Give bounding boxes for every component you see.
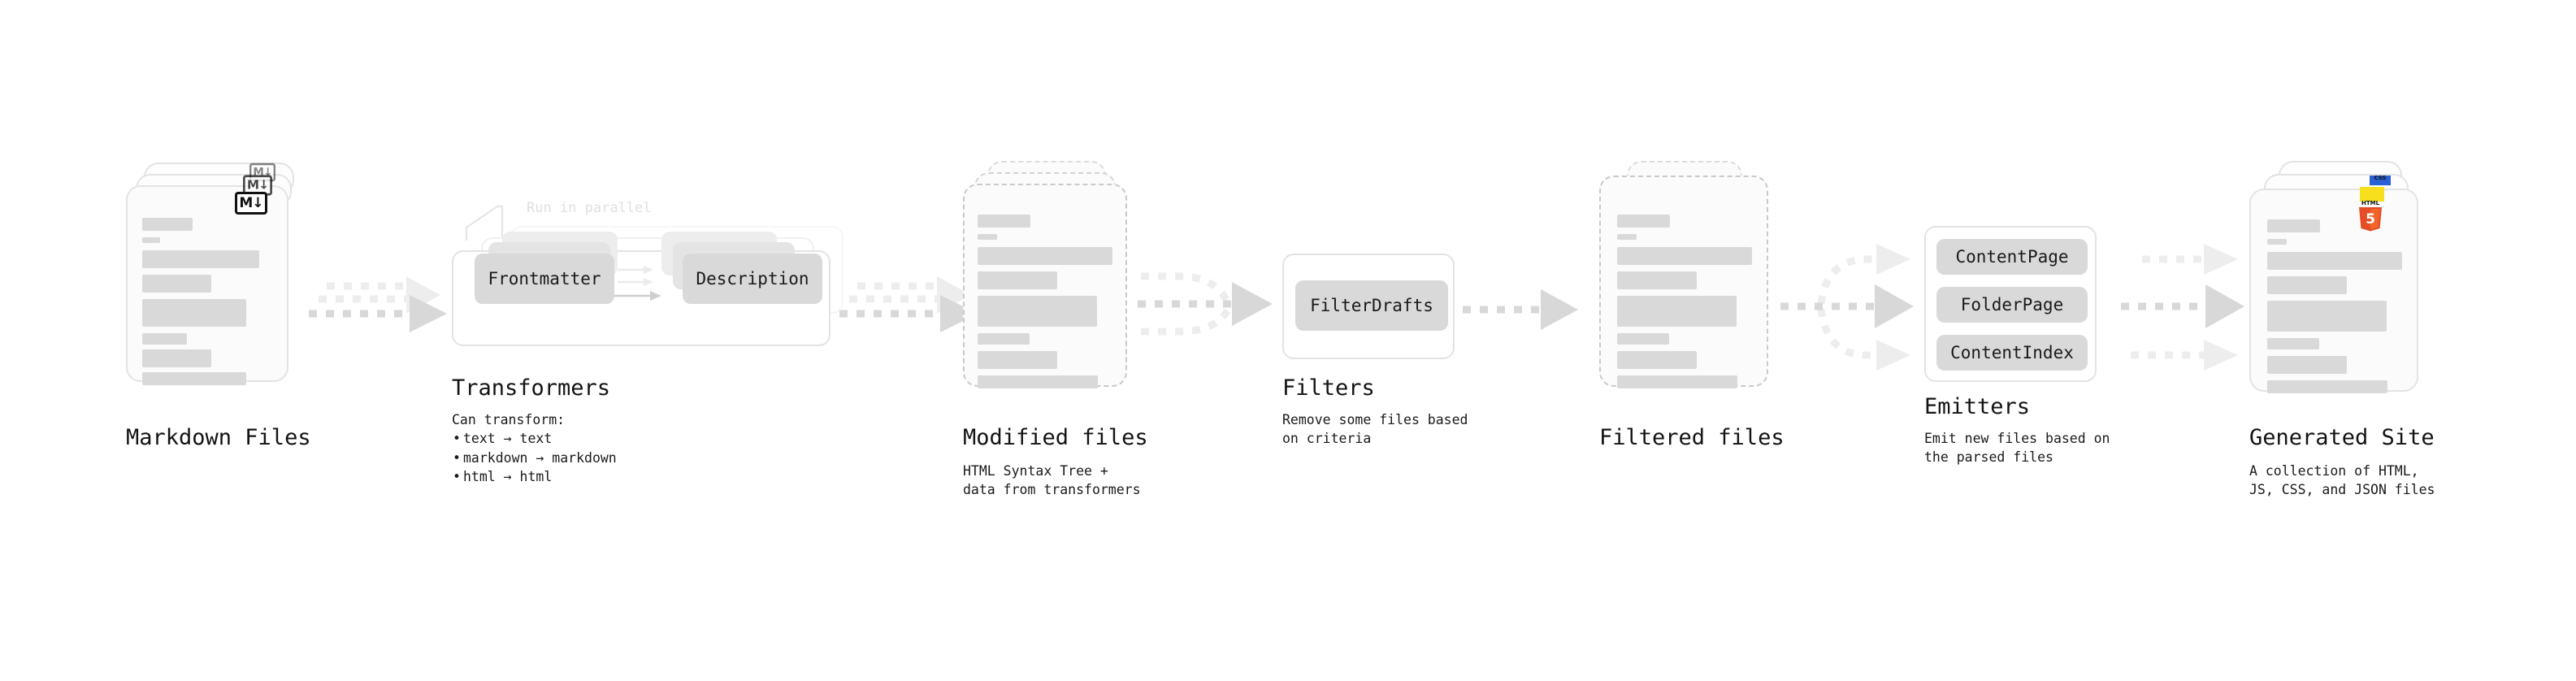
emitter-chip-folderpage-label: FolderPage <box>1960 295 2064 314</box>
stage-generated-site: CSS HTML 5 <box>2249 161 2436 421</box>
stage-subtitle-filters: Remove some files based on criteria <box>1282 412 1468 447</box>
skeleton-bar <box>1617 333 1669 345</box>
skeleton-bar <box>2267 239 2287 245</box>
skeleton-bar <box>978 234 997 240</box>
stage-subtitle-generated-site: A collection of HTML, JS, CSS, and JSON … <box>2249 463 2435 498</box>
list-item: html → html <box>453 467 617 487</box>
stage-emitters: ContentPage FolderPage ContentIndex <box>1924 226 2097 382</box>
svg-text:HTML: HTML <box>2361 200 2380 206</box>
transformer-chip-frontmatter[interactable]: Frontmatter <box>475 254 614 304</box>
transformers-capabilities: Can transform: text → text markdown → ma… <box>452 410 617 487</box>
skeleton-bar <box>978 247 1112 265</box>
stage-title-modified-files: Modified files <box>963 425 1148 450</box>
transformers-capability-list: text → text markdown → markdown html → h… <box>452 429 617 487</box>
skeleton-bar <box>2267 301 2387 332</box>
skeleton-bar <box>2267 338 2319 349</box>
css-badge: CSS <box>2370 176 2391 185</box>
js-badge <box>2360 187 2384 202</box>
transformer-chip-frontmatter-label: Frontmatter <box>488 269 601 288</box>
connector-modified-to-filters <box>1138 262 1288 358</box>
svg-text:5: 5 <box>2366 211 2375 228</box>
skeleton-bar <box>142 299 246 327</box>
filtered-file-stack <box>1599 161 1778 421</box>
list-item: markdown → markdown <box>453 449 617 468</box>
connector-filters-to-filtered <box>1463 286 1605 333</box>
skeleton-bar <box>1617 247 1752 265</box>
stage-filters: FilterDrafts <box>1282 254 1455 359</box>
stage-modified-files <box>963 161 1142 421</box>
filtered-file-front <box>1599 176 1768 388</box>
stage-title-markdown-files: Markdown Files <box>126 425 311 450</box>
emitter-chip-folderpage[interactable]: FolderPage <box>1936 287 2088 323</box>
markdown-badge-label: M↓ <box>253 165 272 179</box>
stage-markdown-files: M↓ M↓ M↓ <box>126 163 305 406</box>
emitter-chip-contentpage-label: ContentPage <box>1955 247 2069 267</box>
filters-box: FilterDrafts <box>1282 254 1455 359</box>
stage-title-emitters: Emitters <box>1924 394 2031 419</box>
stage-title-filters: Filters <box>1282 375 1375 401</box>
skeleton-bar <box>978 375 1098 388</box>
skeleton-bar <box>978 271 1057 289</box>
emitter-chip-contentindex-label: ContentIndex <box>1950 343 2074 362</box>
skeleton-bar <box>978 333 1030 345</box>
stage-transformers: Frontmatter Description <box>452 195 858 349</box>
html5-badge: HTML 5 <box>2357 198 2384 232</box>
skeleton-bar <box>978 215 1030 228</box>
modified-file-stack <box>963 161 1142 421</box>
skeleton-bar <box>1617 351 1697 369</box>
filter-chip-filterdrafts-label: FilterDrafts <box>1310 296 1433 315</box>
transformers-stack: Frontmatter Description <box>452 195 858 349</box>
transformer-chip-description-label: Description <box>696 269 809 288</box>
markdown-badge-label: M↓ <box>246 177 269 193</box>
stage-subtitle-modified-files: HTML Syntax Tree + data from transformer… <box>963 463 1141 498</box>
skeleton-bar <box>1617 375 1737 388</box>
connector-markdown-to-transformers <box>309 276 463 341</box>
annotation-run-in-parallel: Run in parallel <box>527 200 652 216</box>
transformer-inner-arrows <box>614 266 661 301</box>
stage-title-generated-site: Generated Site <box>2249 425 2435 450</box>
filter-chip-filterdrafts[interactable]: FilterDrafts <box>1295 280 1448 331</box>
stage-title-transformers: Transformers <box>452 375 611 401</box>
generated-site-stack: CSS HTML 5 <box>2249 161 2436 421</box>
transformers-capabilities-lead: Can transform: <box>452 412 566 427</box>
markdown-badge-icon: M↓ <box>235 192 267 215</box>
skeleton-bar <box>142 349 211 367</box>
emitter-chip-contentindex[interactable]: ContentIndex <box>1936 335 2088 371</box>
skeleton-bar <box>2267 219 2320 232</box>
connector-emitters-to-site <box>2106 232 2261 380</box>
skeleton-bar <box>978 296 1097 327</box>
skeleton-bar <box>1617 271 1697 289</box>
stage-title-filtered-files: Filtered files <box>1599 425 1785 450</box>
markdown-file-front <box>126 185 288 385</box>
skeleton-bar <box>142 250 259 268</box>
skeleton-bar <box>142 372 246 385</box>
skeleton-bar <box>2267 380 2387 393</box>
skeleton-bar <box>142 275 211 293</box>
skeleton-bar <box>142 237 160 243</box>
stage-subtitle-emitters: Emit new files based on the parsed files <box>1924 431 2110 466</box>
generated-file-front <box>2249 189 2418 393</box>
skeleton-bar <box>1617 215 1670 228</box>
markdown-badge-label: M↓ <box>239 194 263 211</box>
skeleton-bar <box>2267 356 2347 374</box>
list-item: text → text <box>453 429 617 449</box>
markdown-file-stack: M↓ M↓ M↓ <box>126 163 305 406</box>
css-badge-label: CSS <box>2374 175 2387 181</box>
skeleton-bar <box>2267 276 2347 294</box>
skeleton-bar <box>2267 252 2402 270</box>
skeleton-bar <box>1617 296 1737 327</box>
skeleton-bar <box>142 333 187 345</box>
modified-file-front <box>963 184 1127 388</box>
connector-filtered-to-emitters <box>1776 232 1926 380</box>
run-in-parallel-bracket <box>465 205 504 241</box>
emitter-chip-contentpage[interactable]: ContentPage <box>1936 239 2088 275</box>
skeleton-bar <box>978 351 1057 369</box>
markdown-badge-mid: M↓ <box>243 175 272 196</box>
transformer-chip-description[interactable]: Description <box>683 254 822 304</box>
connector-transformers-to-modified <box>839 276 994 341</box>
skeleton-bar <box>1617 234 1637 240</box>
stage-filtered-files <box>1599 161 1778 421</box>
skeleton-bar <box>142 218 193 231</box>
emitters-box: ContentPage FolderPage ContentIndex <box>1924 226 2097 382</box>
